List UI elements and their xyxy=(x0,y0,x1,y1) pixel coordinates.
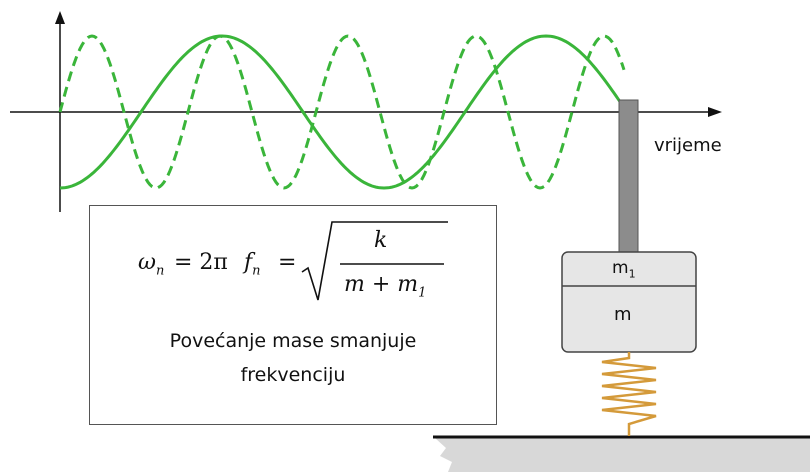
rod xyxy=(618,99,639,253)
formula-box: ωn = 2π fn = k m + m1 Povećanje mase sma… xyxy=(89,205,497,425)
wave-dashed xyxy=(58,34,626,190)
formula-eq2: = xyxy=(278,250,297,275)
mass-m1-label: m1 xyxy=(612,258,636,281)
y-axis-arrow xyxy=(55,11,65,24)
ground-shadow xyxy=(435,438,810,472)
fraction-denominator: m + m1 xyxy=(344,272,427,301)
fraction-numerator: k xyxy=(374,228,388,253)
formula-eq1: = 2π xyxy=(174,250,228,275)
frequency-formula: ωn = 2π fn = k m + m1 xyxy=(138,220,468,310)
caption-line2: frekvenciju xyxy=(240,364,346,386)
sqrt-sign xyxy=(301,221,448,301)
caption-line1: Povećanje mase smanjuje xyxy=(169,330,417,352)
wave-solid xyxy=(59,34,628,190)
time-axis-label: vrijeme xyxy=(654,135,722,156)
f-symbol: fn xyxy=(244,250,261,279)
x-axis-arrow xyxy=(708,107,722,117)
omega-symbol: ωn xyxy=(138,250,165,279)
spring xyxy=(601,352,657,436)
caption: Povećanje mase smanjuje frekvenciju xyxy=(90,324,496,392)
mass-m-label: m xyxy=(614,304,632,325)
